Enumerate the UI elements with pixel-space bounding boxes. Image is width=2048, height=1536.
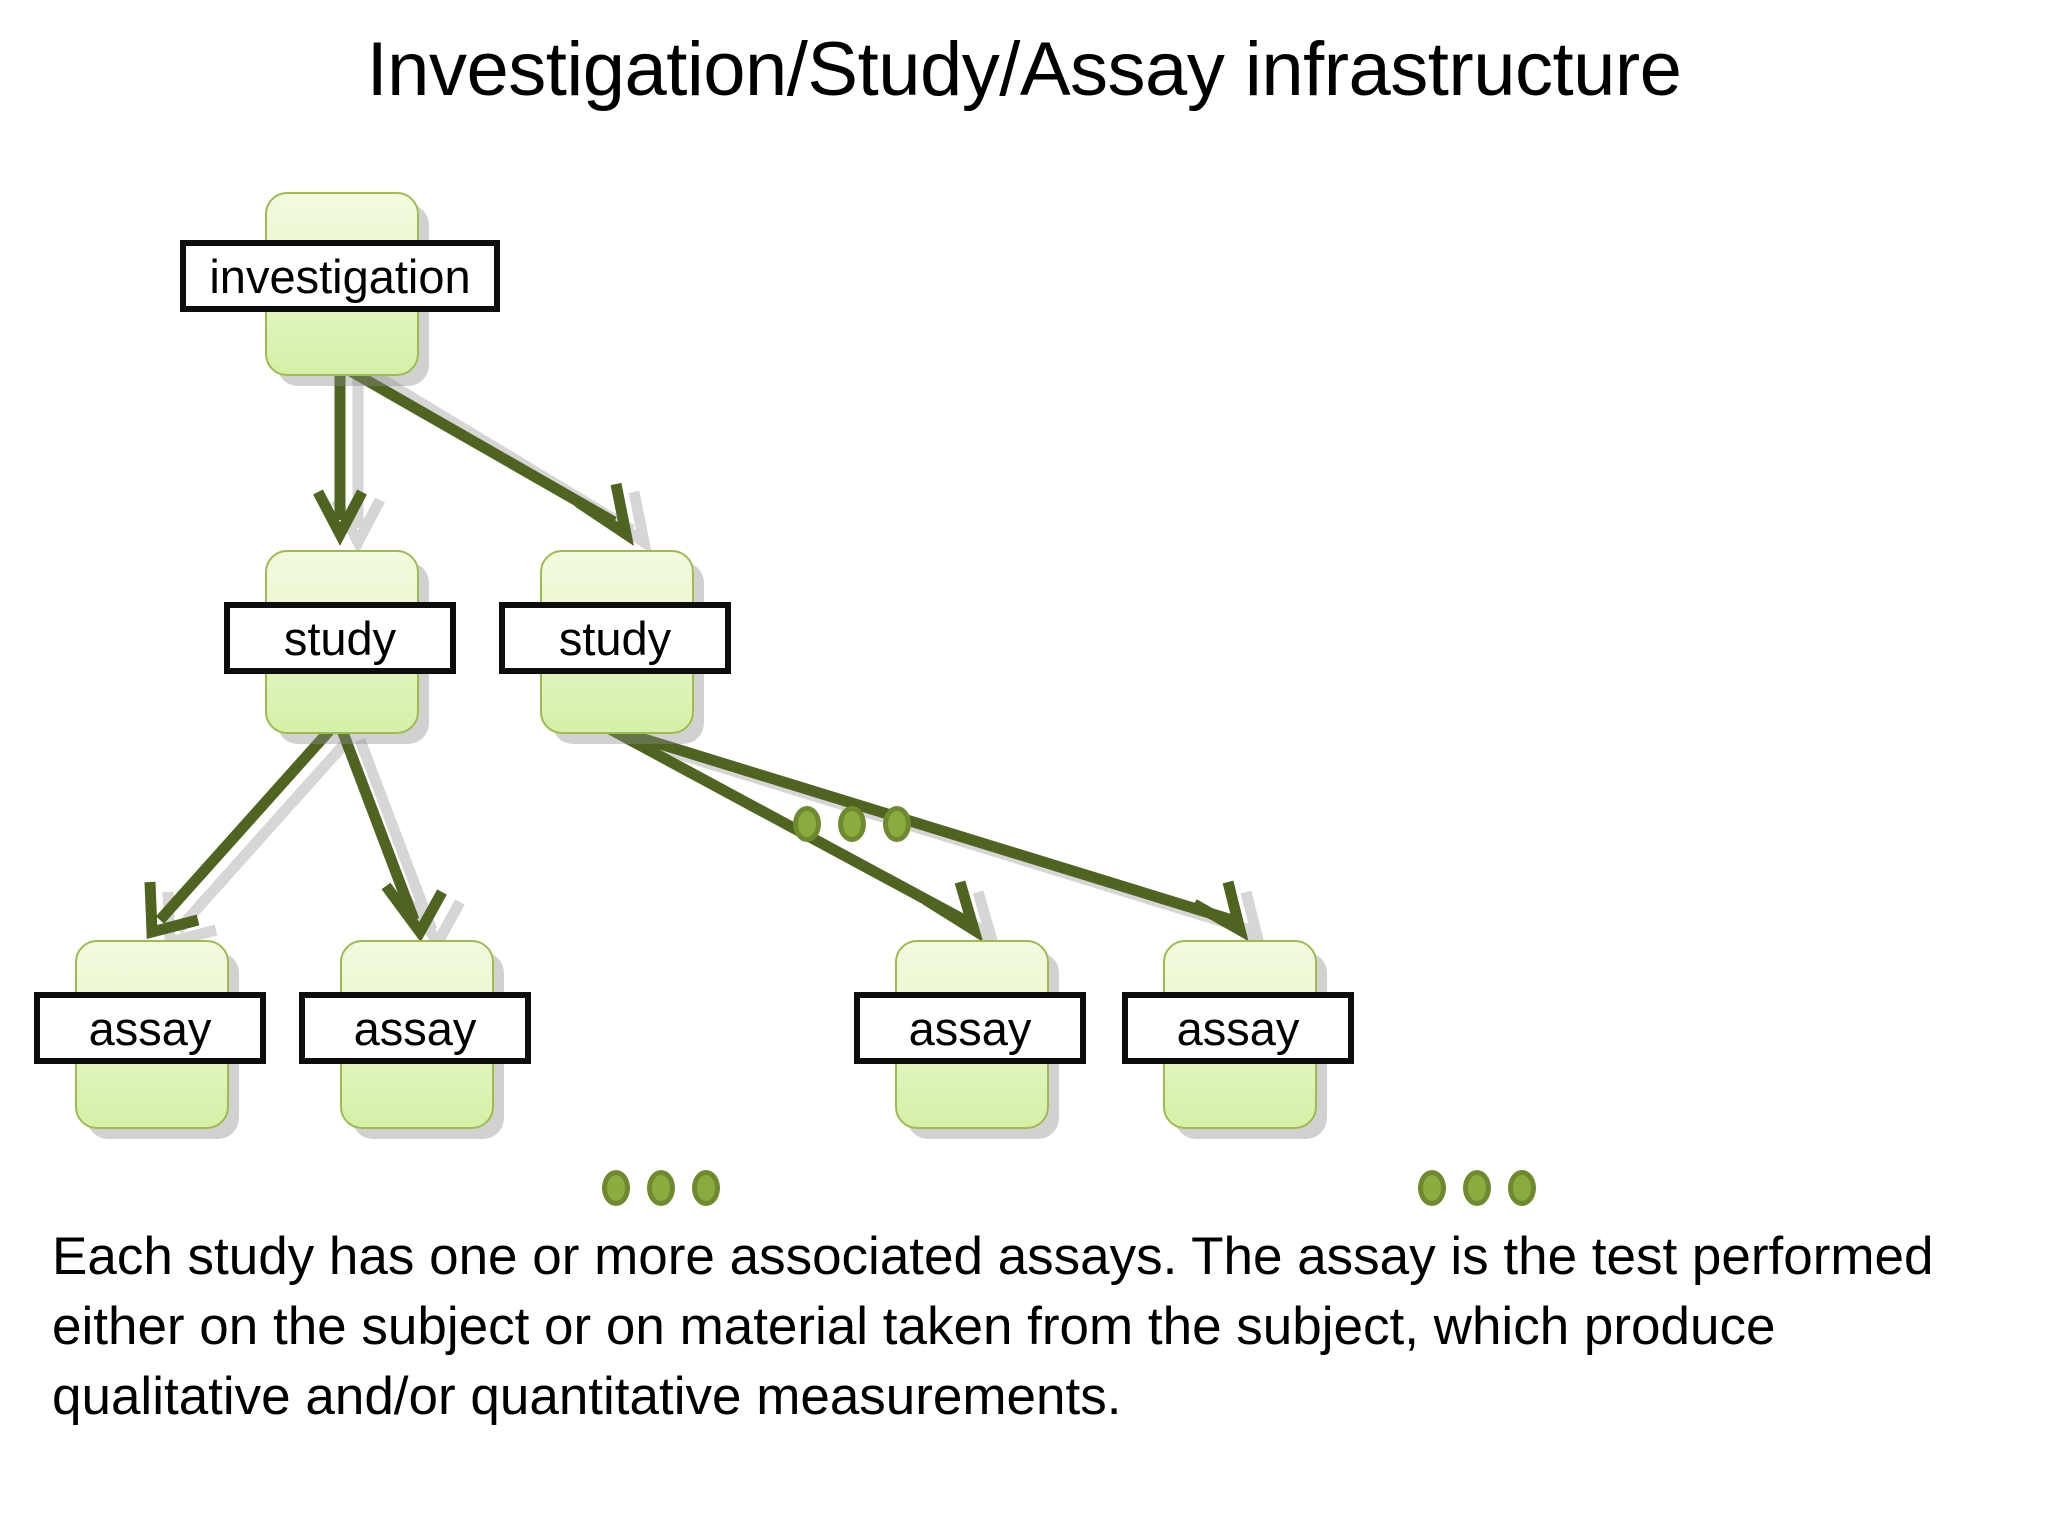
ellipsis-dot [1418, 1170, 1446, 1206]
edge-study1-assay2 [336, 728, 420, 922]
node-label: assay [353, 1001, 477, 1055]
ellipsis-dot [692, 1170, 720, 1206]
node-label-box: assay [1122, 992, 1354, 1064]
caption-text: Each study has one or more associated as… [52, 1227, 1934, 1426]
node-study-1[interactable]: study [224, 550, 456, 734]
node-label-box: assay [854, 992, 1086, 1064]
page-title: Investigation/Study/Assay infrastructure [366, 27, 1682, 112]
node-label-box: study [499, 602, 731, 674]
ellipsis-dot [1463, 1170, 1491, 1206]
arrowhead-study2 [574, 482, 634, 546]
arrowhead-assay1 [144, 881, 200, 940]
arrowhead-assay4 [1191, 880, 1249, 942]
node-assay-2[interactable]: assay [299, 940, 531, 1129]
node-label: assay [88, 1001, 212, 1055]
node-label-box: investigation [180, 240, 500, 312]
hierarchy-diagram: investigation study study assay assay [0, 170, 2048, 1206]
ellipsis-dot [883, 806, 911, 842]
node-label-box: study [224, 602, 456, 674]
assay-ellipsis-left [602, 1170, 720, 1206]
ellipsis-dot [647, 1170, 675, 1206]
node-label-box: assay [34, 992, 266, 1064]
node-label: study [558, 611, 672, 665]
node-investigation-1[interactable]: investigation [180, 192, 500, 376]
node-assay-1[interactable]: assay [34, 940, 266, 1129]
node-label: assay [1176, 1001, 1300, 1055]
edge-lines [144, 360, 1249, 943]
study-ellipsis [793, 806, 911, 842]
edge-study1-assay1 [155, 726, 335, 924]
node-study-2[interactable]: study [499, 550, 731, 734]
edge-study2-assay4 [606, 722, 1234, 926]
arrowhead-assay3 [923, 880, 984, 943]
node-assay-3[interactable]: assay [854, 940, 1086, 1129]
arrowhead-assay2 [381, 882, 447, 943]
ellipsis-dot [602, 1170, 630, 1206]
node-label: assay [908, 1001, 1032, 1055]
ellipsis-dot [1508, 1170, 1536, 1206]
node-label: study [283, 611, 397, 665]
edge-layer [144, 360, 1267, 953]
node-label-box: assay [299, 992, 531, 1064]
ellipsis-dot [838, 806, 866, 842]
ellipsis-dot [793, 806, 821, 842]
assay-ellipsis-right [1418, 1170, 1536, 1206]
edge-investigation-study2 [337, 360, 617, 527]
arrowhead-study1 [313, 489, 367, 546]
node-label: investigation [209, 249, 471, 303]
node-assay-4[interactable]: assay [1122, 940, 1354, 1129]
edge-study2-assay3 [605, 723, 967, 925]
